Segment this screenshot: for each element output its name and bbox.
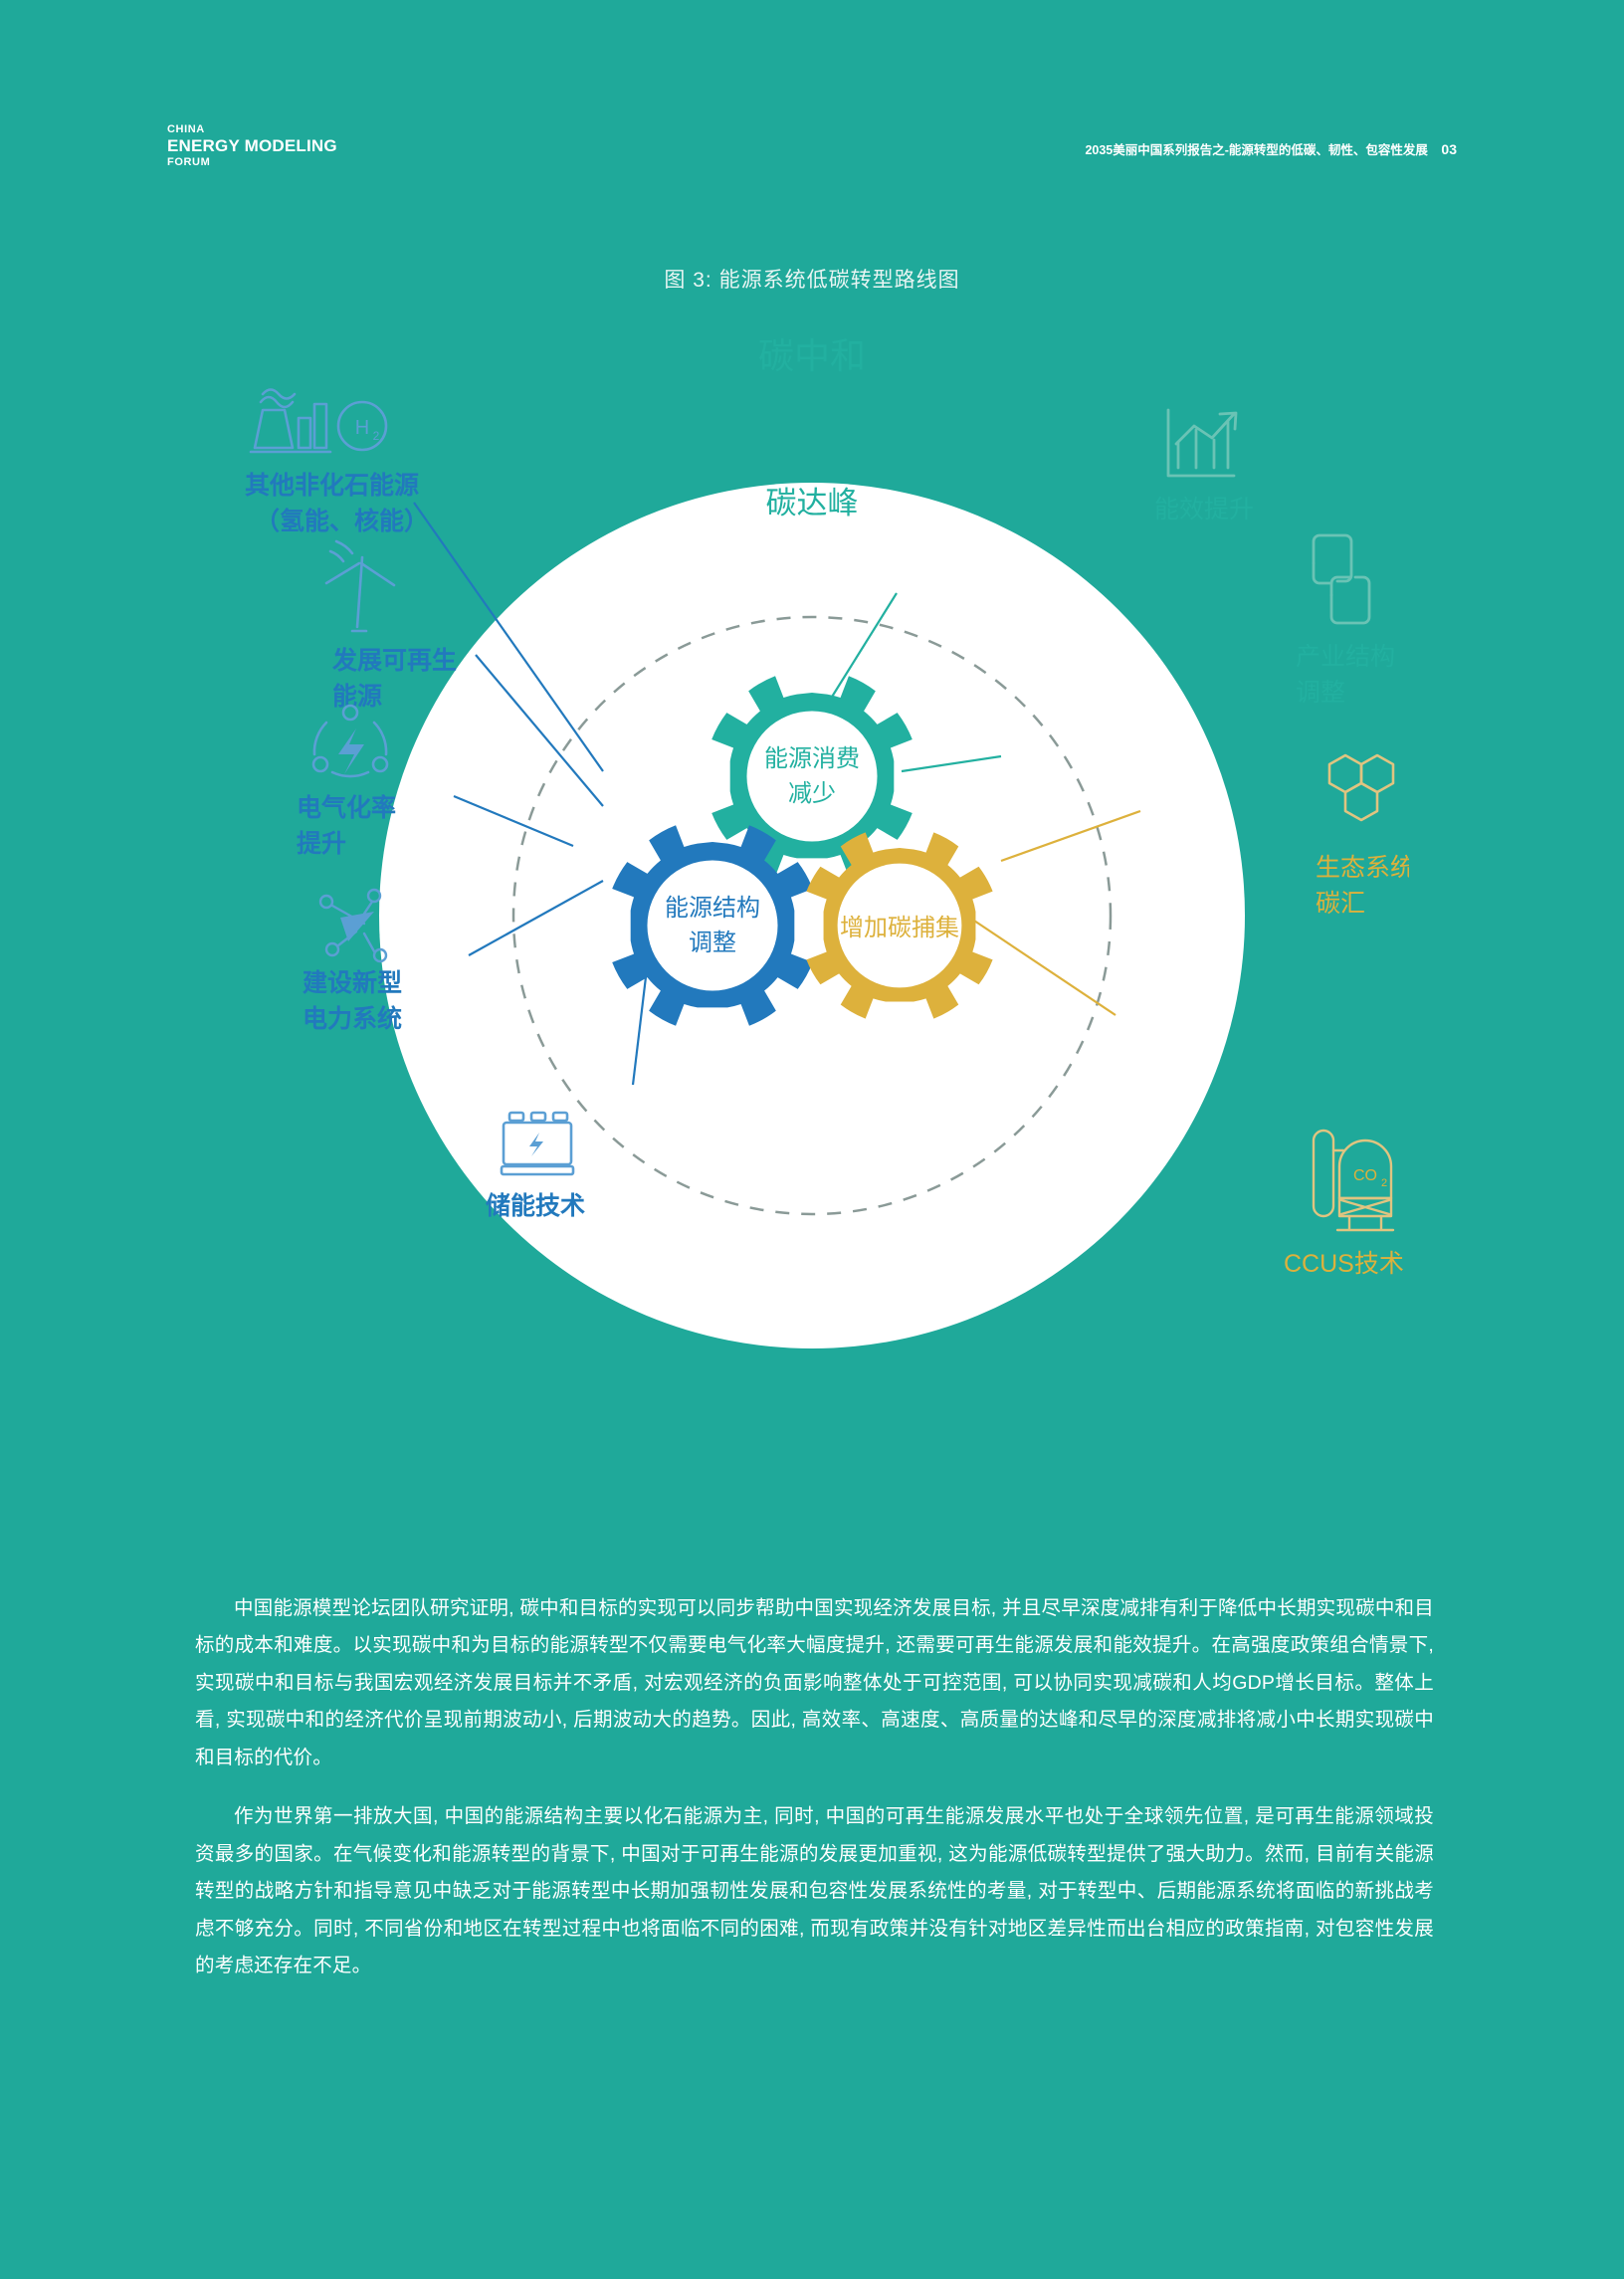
callout-label-industry-line1: 产业结构 [1296,643,1395,671]
gear-energy-consumption [711,676,913,877]
callout-industry: 产业结构 调整 [1296,533,1395,707]
electrification-icon [311,704,389,778]
carbon-peak-label: 碳达峰 [766,486,859,520]
callout-label-ccus: CCUS技术 [1284,1250,1404,1278]
growth-chart-icon [1166,408,1238,478]
page-number: 03 [1441,141,1457,157]
callout-label-electrification-line1: 电气化率 [297,793,396,822]
callout-label-storage: 储能技术 [486,1191,585,1220]
gear-label-consumption-line1: 能源消费 [764,745,860,772]
callout-label-power-system-line2: 电力系统 [303,1004,402,1033]
callout-label-power-system-line1: 建设新型 [303,968,402,997]
connector-efficiency [828,592,898,703]
carbon-neutrality-circle [379,483,1245,1348]
svg-text:2: 2 [1381,1177,1387,1189]
header-report-title: 2035美丽中国系列报告之-能源转型的低碳、韧性、包容性发展 [1085,143,1428,157]
organization-logo: CHINA ENERGY MODELING FORUM [167,123,337,169]
gear-label-consumption-line2: 减少 [788,780,836,807]
svg-text:2: 2 [373,429,380,443]
wind-turbine-icon [324,539,396,633]
callout-carbon-sink: 生态系统 碳汇 [1316,753,1409,918]
callout-label-industry-line2: 调整 [1296,679,1345,707]
logo-line-energy-modeling: ENERGY MODELING [167,135,337,155]
callout-label-electrification-line2: 提升 [297,830,346,858]
body-paragraph-2: 作为世界第一排放大国, 中国的能源结构主要以化石能源为主, 同时, 中国的可再生… [195,1805,1434,1976]
power-grid-icon [318,888,388,963]
connector-electrification [453,794,574,848]
callout-other-nonfossil: H 2 其他非化石能源 （氢能、核能） [245,388,429,535]
gear-carbon-capture [806,832,993,1019]
body-paragraph-1: 中国能源模型论坛团队研究证明, 碳中和目标的实现可以同步帮助中国实现经济发展目标… [195,1597,1434,1768]
gear-label-structure-line1: 能源结构 [665,895,760,922]
gear-energy-structure [612,825,813,1026]
callout-efficiency: 能效提升 [1154,408,1254,523]
connector-other-nonfossil [413,502,604,772]
logo-line-china: CHINA [167,123,205,135]
connector-renewables [475,654,604,807]
gear-label-capture-line1: 增加碳捕集 [840,915,959,941]
carbon-neutrality-label: 碳中和 [758,335,866,376]
callout-label-efficiency: 能效提升 [1154,496,1254,523]
gear-label-structure-line2: 调整 [689,930,736,956]
co2-plant-icon: CO 2 [1312,1129,1395,1232]
logo-line-forum: FORUM [167,156,211,169]
carbon-peak-circle [511,615,1113,1216]
honeycomb-icon [1327,753,1395,822]
page-header: CHINA ENERGY MODELING FORUM 2035美丽中国系列报告… [167,123,1457,173]
svg-text:CO: CO [1353,1167,1377,1184]
callout-power-system: 建设新型 电力系统 [303,888,402,1033]
callout-label-carbon-sink-line2: 碳汇 [1316,890,1365,918]
callout-label-renewables-line2: 能源 [332,682,382,711]
connector-power-system [468,880,604,956]
connector-industry [901,754,1002,773]
callout-label-renewables-line1: 发展可再生 [331,646,457,675]
connector-ccus [958,910,1116,1016]
layers-icon [1312,533,1371,625]
connector-carbon-sink [1000,809,1141,863]
battery-icon [500,1111,575,1176]
callout-label-other-nonfossil-line1: 其他非化石能源 [245,471,419,500]
header-report-info: 2035美丽中国系列报告之-能源转型的低碳、韧性、包容性发展 03 [1085,139,1457,158]
callout-ccus: CO 2 CCUS技术 [1284,1129,1404,1278]
figure-title: 图 3: 能源系统低碳转型路线图 [664,269,960,292]
power-plant-hydrogen-icon: H 2 [249,388,388,454]
callout-label-other-nonfossil-line2: （氢能、核能） [255,507,429,535]
callout-electrification: 电气化率 提升 [297,704,396,858]
callout-label-carbon-sink-line1: 生态系统 [1316,854,1409,882]
body-text: 中国能源模型论坛团队研究证明, 碳中和目标的实现可以同步帮助中国实现经济发展目标… [195,1590,1434,1984]
callout-renewables: 发展可再生 能源 [324,539,457,711]
energy-transition-roadmap-diagram: 碳中和 碳达峰 能源消费 减少 能源结构 调整 增加碳捕集 [215,318,1409,1513]
callout-storage: 储能技术 [486,1111,585,1220]
svg-text:H: H [355,417,369,439]
